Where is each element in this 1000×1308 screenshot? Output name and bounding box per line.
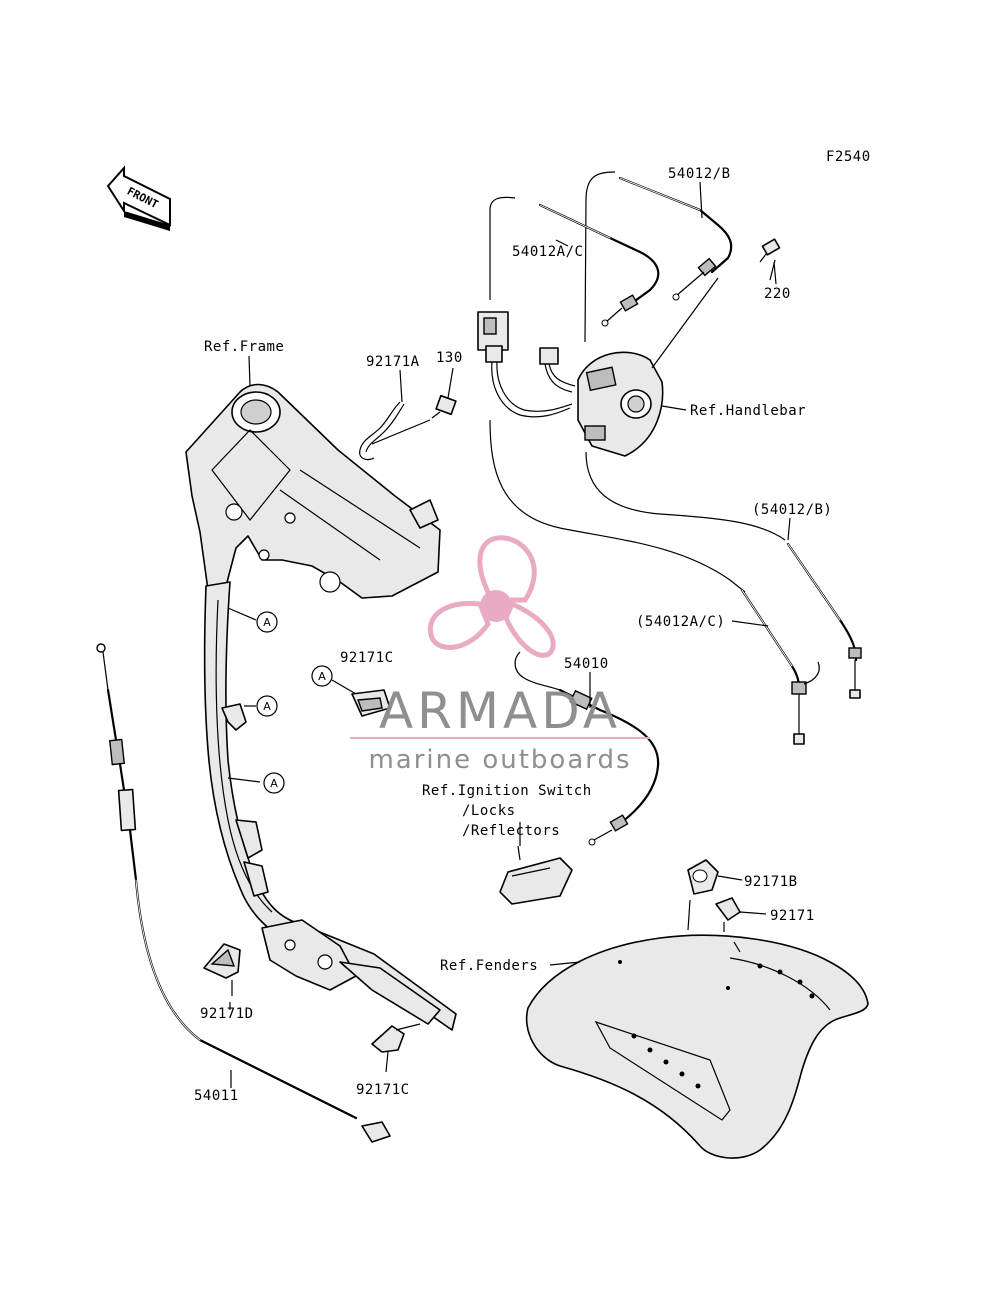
throttle-cable-54012a-c xyxy=(489,196,660,327)
ignition-switch-bracket xyxy=(499,845,573,905)
label-92171a: 92171A xyxy=(366,354,420,370)
fender xyxy=(525,934,869,1159)
ignition-switch-cable-54010 xyxy=(514,651,660,846)
label-54012-b: 54012/B xyxy=(668,166,731,182)
label-54012a-c-ref: (54012A/C) xyxy=(636,614,725,630)
label-ref-ignition-reflectors: /Reflectors xyxy=(462,823,560,839)
cable-connector-block xyxy=(477,311,573,418)
switch-connector xyxy=(539,347,576,393)
label-92171c-top: 92171C xyxy=(340,650,394,666)
label-ref-ignition-locks: /Locks xyxy=(462,803,516,819)
clutch-cable-54011 xyxy=(96,643,391,1143)
label-ref-handlebar: Ref.Handlebar xyxy=(690,403,806,419)
svg-text:A: A xyxy=(318,670,326,683)
label-92171: 92171 xyxy=(770,908,815,924)
svg-text:A: A xyxy=(263,700,271,713)
bolt-130 xyxy=(431,394,457,419)
cable-54012b-ref xyxy=(786,542,862,699)
clamp-92171c-top xyxy=(351,689,391,717)
label-54011: 54011 xyxy=(194,1088,239,1104)
clamp-92171d xyxy=(203,943,241,996)
label-130: 130 xyxy=(436,350,463,366)
armada-watermark: ARMADA marine outboards xyxy=(350,535,650,775)
clamp-92171a xyxy=(359,401,405,461)
label-54010: 54010 xyxy=(564,656,609,672)
front-arrow-icon: FRONT xyxy=(106,165,171,231)
screw-220 xyxy=(759,238,781,281)
label-ref-ignition-switch: Ref.Ignition Switch xyxy=(422,783,592,799)
svg-text:A: A xyxy=(270,777,278,790)
cable-54012ac-ref xyxy=(740,588,820,745)
propeller-logo-icon xyxy=(427,535,556,658)
figure-code: F2540 xyxy=(826,149,871,165)
label-92171d: 92171D xyxy=(200,1006,254,1022)
clamp-92171c-bottom xyxy=(371,1023,421,1073)
callout-a-3: A xyxy=(227,772,285,794)
watermark-brand: ARMADA xyxy=(379,682,621,740)
frame xyxy=(185,383,457,1031)
label-54012-b-ref: (54012/B) xyxy=(752,502,832,518)
svg-text:A: A xyxy=(263,616,271,629)
callout-a-4: A xyxy=(311,665,357,695)
label-ref-frame: Ref.Frame xyxy=(204,339,284,355)
label-92171c-bottom: 92171C xyxy=(356,1082,410,1098)
clamp-92171 xyxy=(715,897,741,932)
throttle-cable-54012-b xyxy=(584,171,733,343)
callout-a-2: A xyxy=(221,695,278,731)
label-54012a-c: 54012A/C xyxy=(512,244,583,260)
label-ref-fenders: Ref.Fenders xyxy=(440,958,538,974)
callout-a-1: A xyxy=(227,607,278,633)
label-92171b: 92171B xyxy=(744,874,798,890)
clamp-92171b xyxy=(687,859,719,931)
watermark-tagline: marine outboards xyxy=(368,745,631,775)
label-220: 220 xyxy=(764,286,791,302)
handlebar-switch xyxy=(577,351,664,457)
